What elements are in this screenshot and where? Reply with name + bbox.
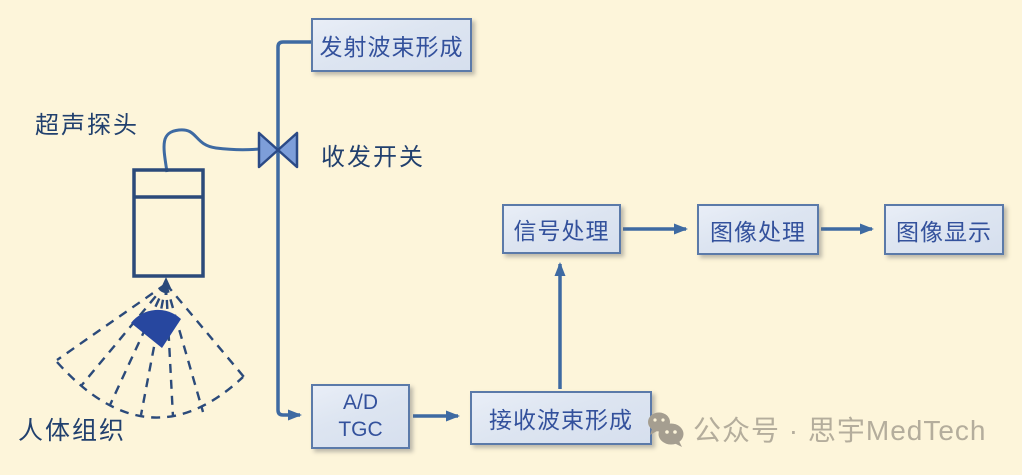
node-image-display: 图像显示 — [884, 204, 1004, 255]
node-signal-processing: 信号处理 — [502, 204, 621, 254]
ad-label: A/D — [342, 391, 378, 415]
node-receive-beamforming: 接收波束形成 — [470, 391, 652, 445]
node-ad-tgc: A/D TGC — [311, 384, 410, 449]
switch-label: 收发开关 — [321, 144, 425, 171]
tgc-label: TGC — [338, 417, 383, 441]
watermark-text: 公众号 · 思宇MedTech — [693, 415, 987, 446]
bowtie-valve-icon — [257, 131, 299, 169]
ultrasound-probe-icon — [132, 168, 205, 278]
node-transmit-beamforming: 发射波束形成 — [311, 18, 472, 72]
wechat-icon — [648, 412, 684, 447]
beam-wedge-icon — [131, 309, 181, 348]
probe-cable-line — [162, 128, 260, 173]
scan-sector-fan-icon — [56, 283, 245, 419]
trunk-connector-line — [276, 40, 313, 421]
tissue-label: 人体组织 — [18, 417, 127, 445]
watermark: 公众号 · 思宇MedTech — [645, 409, 987, 449]
probe-label: 超声探头 — [35, 112, 139, 139]
node-image-processing: 图像处理 — [697, 204, 819, 255]
